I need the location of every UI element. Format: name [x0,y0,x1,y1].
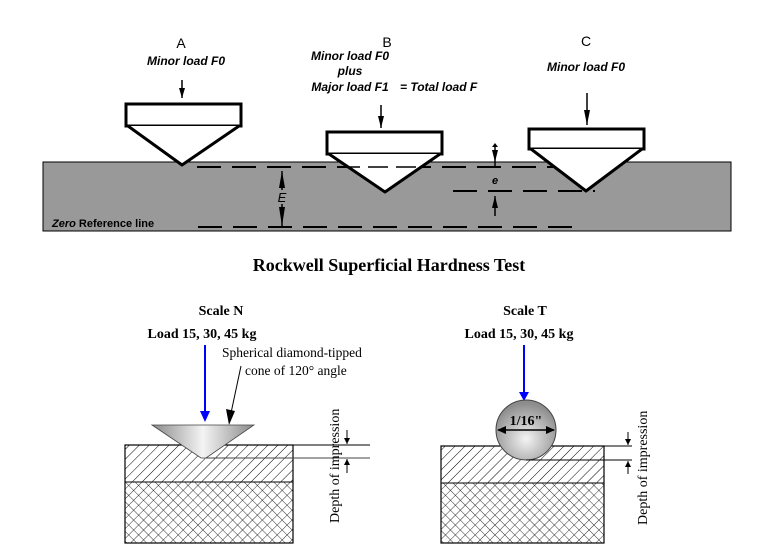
scale-n-indenter-note-1: Spherical diamond-tipped [222,345,362,360]
scale-n-load-arrow [200,345,210,422]
stage-b-total-load: = Total load F [400,80,478,94]
stage-c-load: Minor load F0 [547,60,625,74]
scale-t-depth-label: Depth of impression [636,411,651,525]
scale-n-leader-arrow [226,365,242,425]
scale-n-diagram: Scale N Load 15, 30, 45 kg Spherical dia… [124,304,370,544]
scale-t-base-layer [440,482,605,544]
stage-a-load: Minor load F0 [147,54,225,68]
stage-b-load-line-3: Major load F1 [311,80,389,94]
depth-label-E: E [278,190,287,205]
depth-arrow-e: e [492,143,498,216]
indenter-a [124,102,243,167]
section-title: Rockwell Superficial Hardness Test [253,255,526,275]
depth-label-e: e [492,175,498,187]
load-arrow-c [584,93,590,125]
indenter-c [527,127,646,193]
scale-t-diameter-arrow [497,426,555,434]
stage-letter-a: A [176,35,186,51]
scale-t-load: Load 15, 30, 45 kg [465,327,574,342]
scale-t-diagram: Scale T Load 15, 30, 45 kg 1/16" Depth o… [440,304,651,544]
stage-letter-c: C [581,33,591,49]
scale-n-title: Scale N [199,304,244,319]
scale-t-title: Scale T [503,304,547,319]
scale-n-indenter-note-2: cone of 120° angle [245,363,347,378]
depth-arrow-E: E [276,171,288,226]
load-arrow-a [179,80,185,98]
scale-n-load: Load 15, 30, 45 kg [148,327,257,342]
scale-t-load-arrow [519,345,529,401]
scale-n-base-layer [124,481,294,544]
load-arrow-b [378,105,384,128]
top-diagram: E e A Minor load F0 B Minor load F0 plus… [42,33,732,232]
scale-t-depth-arrows [625,432,631,474]
stage-b-load-line-2: plus [337,64,363,78]
stage-letter-b: B [382,34,391,50]
stage-b-load-line-1: Minor load F0 [311,49,389,63]
zero-reference-label: Zero Reference line [51,218,154,230]
scale-n-depth-label: Depth of impression [328,409,343,523]
indenter-b [325,130,444,194]
scale-n-depth-arrows [344,430,350,473]
scale-t-ball-diameter: 1/16" [510,414,543,429]
